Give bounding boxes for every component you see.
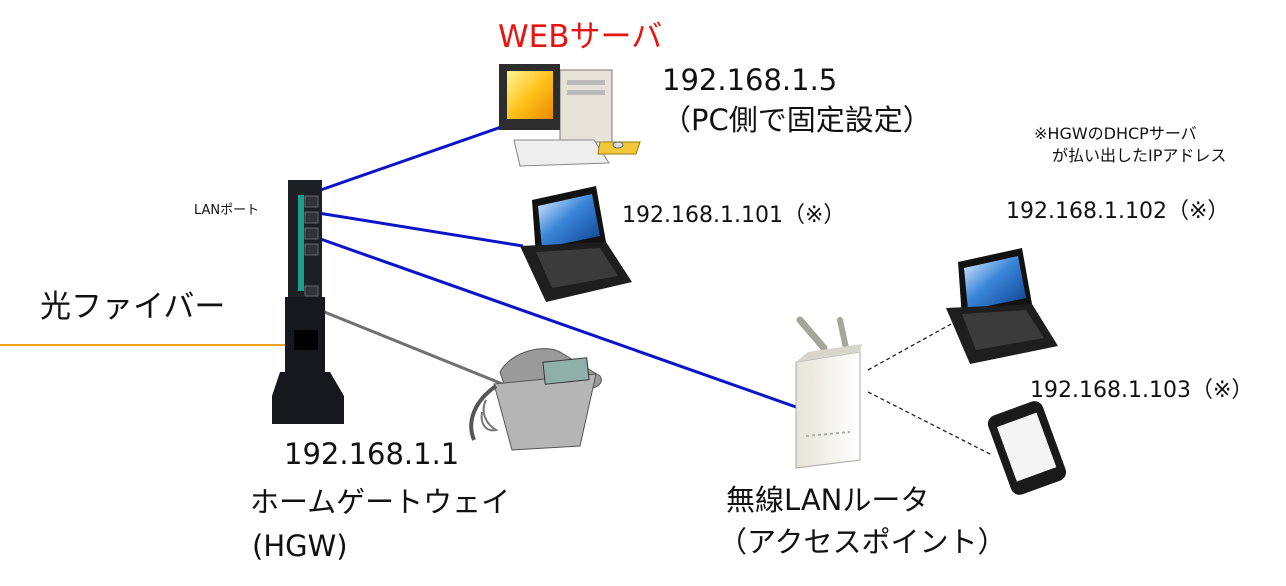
fiber-label: 光ファイバー <box>40 289 226 325</box>
dhcp-note-line1: ※HGWのDHCPサーバ <box>1034 124 1197 143</box>
laptop1-ip: 192.168.1.101（※） <box>622 203 846 228</box>
laptop-icon-1 <box>520 186 632 302</box>
wifi-router-name: 無線LANルータ <box>726 483 930 517</box>
dhcp-note-line2: が払い出したIPアドレス <box>1052 146 1227 165</box>
web-server-title: WEBサーバ <box>498 19 663 55</box>
wireless-link-smartphone <box>867 391 993 456</box>
lan-port-label: LANポート <box>194 203 260 218</box>
lan-cable-web-server <box>311 123 508 195</box>
smartphone-icon <box>987 401 1067 495</box>
smartphone-ip: 192.168.1.103（※） <box>1030 378 1254 403</box>
wifi-router-icon <box>795 316 862 469</box>
laptop-icon-2 <box>946 248 1058 364</box>
hgw-abbr: (HGW) <box>252 529 348 563</box>
web-server-pc-icon <box>499 64 641 167</box>
laptop2-ip: 192.168.1.102（※） <box>1006 199 1230 224</box>
lan-cable-laptop <box>311 210 524 248</box>
hgw-ip: 192.168.1.1 <box>284 437 460 471</box>
wifi-router-mode: （アクセスポイント） <box>718 525 1007 559</box>
wireless-link-laptop <box>867 317 963 371</box>
lan-cable-wifi-router <box>311 234 797 409</box>
phone-cable <box>311 305 506 387</box>
web-server-note: （PC側で固定設定） <box>662 103 932 137</box>
telephone-icon <box>469 348 602 451</box>
hgw-device-icon <box>272 180 344 424</box>
web-server-ip: 192.168.1.5 <box>662 63 838 97</box>
hgw-name: ホームゲートウェイ <box>250 485 511 519</box>
